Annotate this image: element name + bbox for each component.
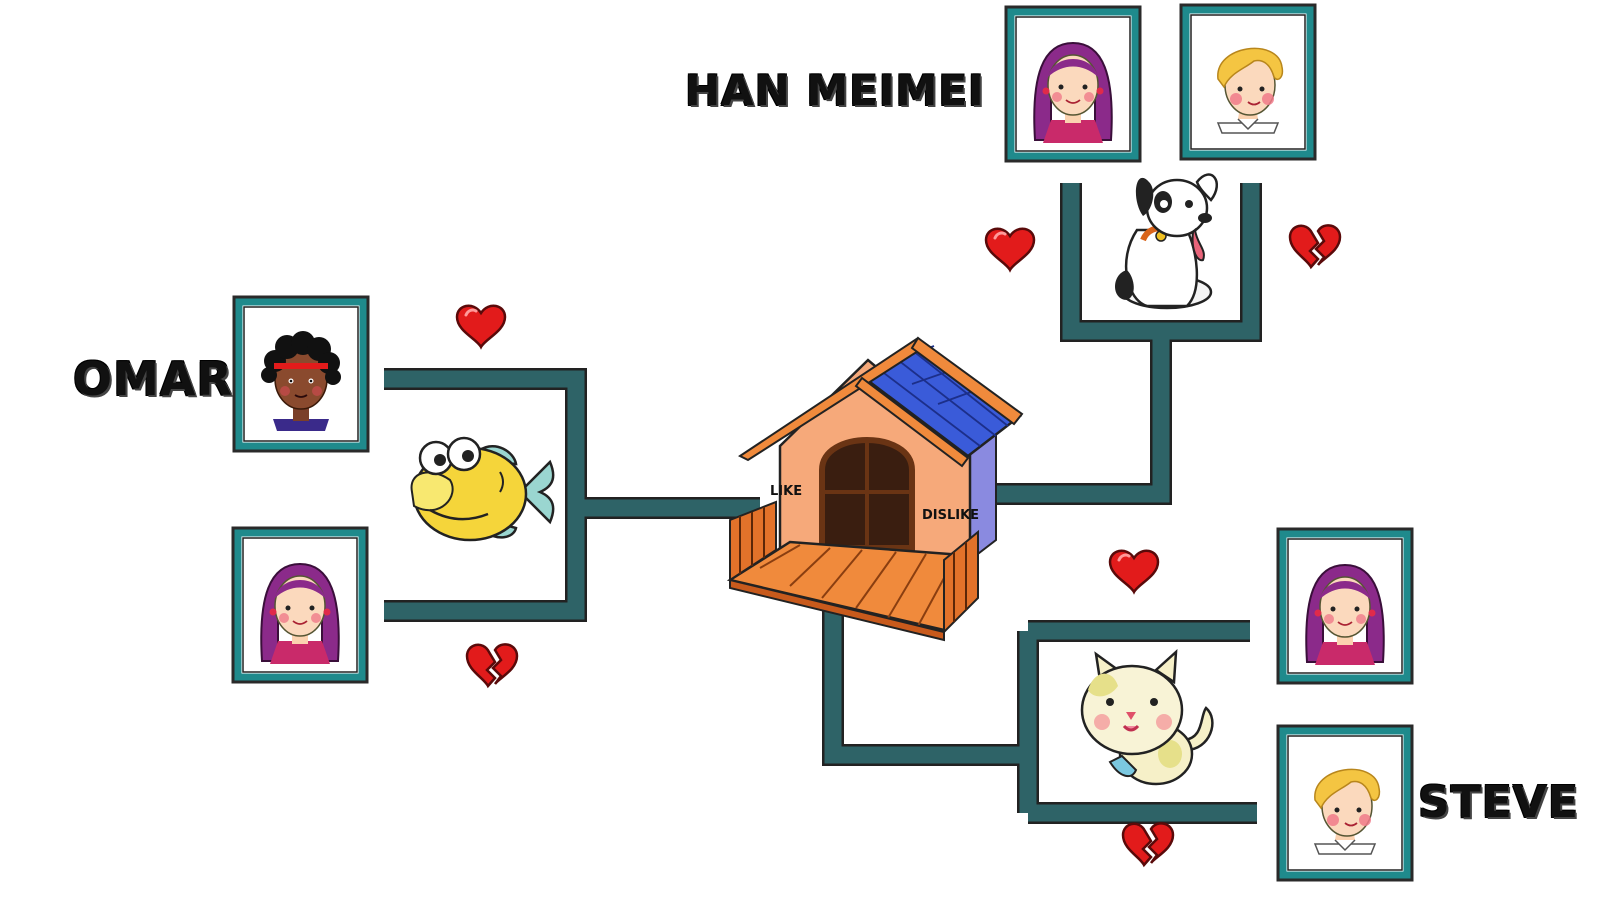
broken-heart-icon — [465, 643, 519, 688]
portrait-han-meimei-omar-left — [233, 528, 367, 682]
heart-icon — [984, 227, 1036, 272]
name-han-meimei: HAN MEIMEI — [685, 66, 985, 115]
heart-icon — [1108, 549, 1160, 594]
name-steve: STEVE — [1418, 777, 1579, 828]
broken-heart-icon — [1121, 822, 1175, 867]
connector-lines — [384, 183, 1262, 824]
dislike-label: DISLIKE — [922, 508, 980, 523]
portrait-han-meimei — [1006, 7, 1140, 161]
girl-face-icon — [260, 563, 340, 665]
portrait-steve-top — [1181, 5, 1315, 159]
cat-icon — [1080, 649, 1214, 786]
like-label: LIKE — [770, 484, 803, 499]
house-icon — [726, 336, 1024, 642]
portrait-han-meimei-right — [1278, 529, 1412, 683]
name-omar: OMAR — [73, 352, 233, 406]
broken-heart-icon — [1288, 224, 1342, 269]
portrait-steve — [1278, 726, 1412, 880]
heart-icon — [455, 304, 507, 349]
dog-icon — [1115, 173, 1218, 310]
girl-face-icon — [1305, 564, 1385, 666]
fish-icon — [410, 436, 555, 542]
girl-face-icon — [1033, 42, 1113, 144]
portrait-omar — [234, 297, 368, 451]
